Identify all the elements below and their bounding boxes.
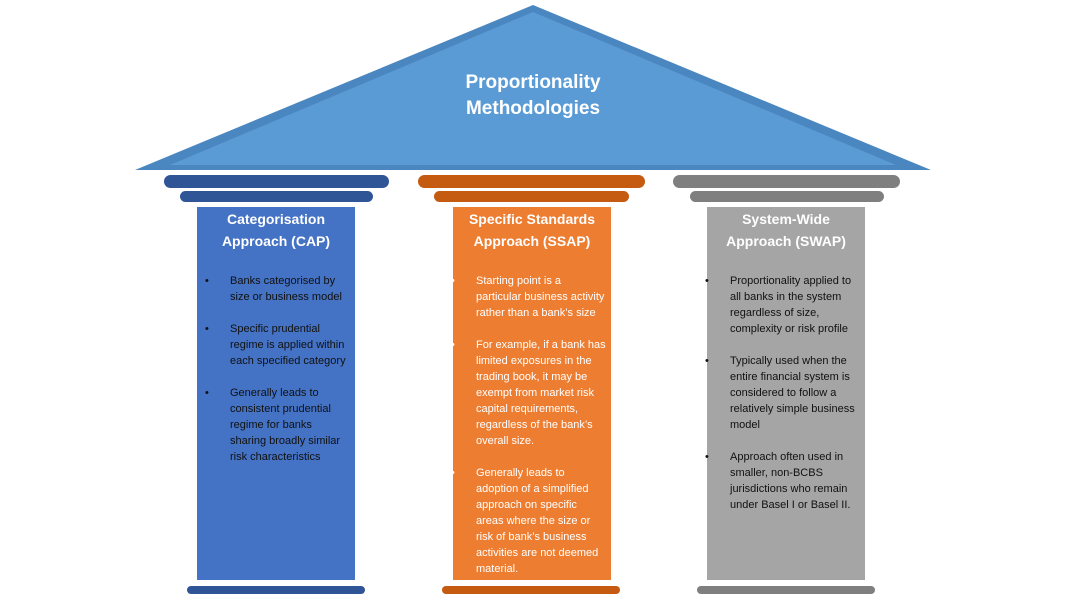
cap-base-bar	[187, 586, 365, 594]
bullet-point: Generally leads to adoption of a simplif…	[443, 465, 611, 577]
pillar-swap-title: System-Wide Approach (SWAP)	[707, 208, 865, 252]
diagram-title-line1: Proportionality	[465, 72, 601, 93]
swap-base-bar	[697, 586, 875, 594]
bullet-point: Approach often used in smaller, non-BCBS…	[697, 449, 865, 513]
diagram-title-line2: Methodologies	[465, 98, 601, 119]
pillar-swap-title-line2: Approach (SWAP)	[726, 233, 846, 249]
bullet-point: Proportionality applied to all banks in …	[697, 273, 865, 337]
pillar-cap-title: Categorisation Approach (CAP)	[197, 208, 355, 252]
pillar-cap-title-line2: Approach (CAP)	[221, 233, 331, 249]
pillar-ssap-points: Starting point is a particular business …	[443, 273, 611, 593]
pillar-swap-points: Proportionality applied to all banks in …	[697, 273, 865, 529]
ssap-capital-bar-top	[418, 175, 645, 188]
swap-capital-bar-top	[673, 175, 900, 188]
pillar-ssap: Specific Standards Approach (SSAP) Start…	[451, 207, 611, 580]
pillar-ssap-title-line1: Specific Standards	[468, 211, 596, 227]
bullet-point: For example, if a bank has limited expos…	[443, 337, 611, 449]
ssap-capital-bar-bottom	[434, 191, 629, 202]
pillar-cap-title-line1: Categorisation	[226, 211, 325, 227]
cap-capital-bar-bottom	[180, 191, 373, 202]
pillar-ssap-title-line2: Approach (SSAP)	[473, 233, 591, 249]
ssap-base-bar	[442, 586, 620, 594]
pillar-cap-points: Banks categorised by size or business mo…	[197, 273, 355, 481]
pillar-ssap-title: Specific Standards Approach (SSAP)	[453, 208, 611, 252]
diagram-title: Proportionality Methodologies	[383, 70, 683, 122]
bullet-point: Typically used when the entire financial…	[697, 353, 865, 433]
bullet-point: Starting point is a particular business …	[443, 273, 611, 321]
bullet-point: Generally leads to consistent prudential…	[197, 385, 355, 465]
roof-triangle-inner	[170, 12, 896, 165]
roof-pediment	[135, 5, 931, 170]
pillar-swap: System-Wide Approach (SWAP) Proportional…	[705, 207, 865, 580]
bullet-point: Specific prudential regime is applied wi…	[197, 321, 355, 369]
pillar-cap: Categorisation Approach (CAP) Banks cate…	[197, 207, 355, 580]
pillar-swap-title-line1: System-Wide	[742, 211, 830, 227]
swap-capital-bar-bottom	[690, 191, 884, 202]
bullet-point: Banks categorised by size or business mo…	[197, 273, 355, 305]
cap-capital-bar-top	[164, 175, 389, 188]
